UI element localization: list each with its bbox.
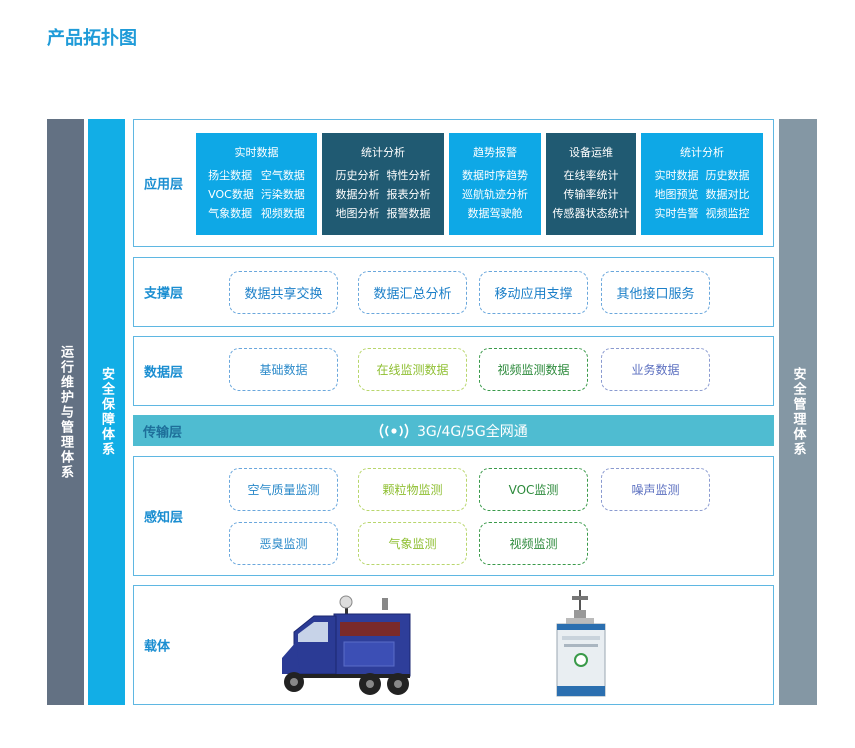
transport-layer-label: 传输层 bbox=[143, 425, 183, 440]
app-box-device-ops: 设备运维 在线率统计 传输率统计 传感器状态统计 bbox=[546, 133, 636, 235]
security-assurance-bar: 安全保障体系 bbox=[88, 119, 125, 705]
support-mobile-app: 移动应用支撑 bbox=[479, 271, 588, 314]
data-online-monitoring: 在线监测数据 bbox=[358, 348, 467, 391]
network-label: 3G/4G/5G全网通 bbox=[377, 415, 528, 446]
sense-voc: VOC监测 bbox=[479, 468, 588, 511]
carrier-layer: 载体 bbox=[133, 585, 774, 705]
support-data-exchange: 数据共享交换 bbox=[229, 271, 338, 314]
sense-air-quality: 空气质量监测 bbox=[229, 468, 338, 511]
sensing-layer: 感知层 空气质量监测 颗粒物监测 VOC监测 噪声监测 恶臭监测 气象监测 视频… bbox=[133, 456, 774, 576]
sensing-layer-label: 感知层 bbox=[144, 510, 184, 526]
data-video-monitoring: 视频监测数据 bbox=[479, 348, 588, 391]
wireless-signal-icon bbox=[379, 423, 409, 438]
sense-video: 视频监测 bbox=[479, 522, 588, 565]
monitoring-tricycle-image bbox=[282, 595, 411, 695]
transport-layer: 传输层 3G/4G/5G全网通 bbox=[133, 415, 774, 446]
carrier-layer-label: 载体 bbox=[144, 639, 171, 655]
app-box-statistics-2: 统计分析 实时数据历史数据 地图预览数据对比 实时告警视频监控 bbox=[641, 133, 763, 235]
sense-weather: 气象监测 bbox=[358, 522, 467, 565]
data-layer-label: 数据层 bbox=[144, 365, 184, 381]
data-basic: 基础数据 bbox=[229, 348, 338, 391]
data-layer: 数据层 基础数据 在线监测数据 视频监测数据 业务数据 bbox=[133, 336, 774, 406]
app-box-trend-alarm: 趋势报警 数据时序趋势 巡航轨迹分析 数据驾驶舱 bbox=[449, 133, 541, 235]
sense-odor: 恶臭监测 bbox=[229, 522, 338, 565]
app-box-realtime-data: 实时数据 扬尘数据空气数据 VOC数据污染数据 气象数据视频数据 bbox=[196, 133, 317, 235]
app-box-statistics: 统计分析 历史分析特性分析 数据分析报表分析 地图分析报警数据 bbox=[322, 133, 444, 235]
ops-maintenance-bar: 运行维护与管理体系 bbox=[47, 119, 84, 705]
support-layer-label: 支撑层 bbox=[144, 286, 184, 302]
sense-particulate: 颗粒物监测 bbox=[358, 468, 467, 511]
data-business: 业务数据 bbox=[601, 348, 710, 391]
security-management-bar: 安全管理体系 bbox=[779, 119, 817, 705]
sense-noise: 噪声监测 bbox=[601, 468, 710, 511]
application-layer: 应用层 实时数据 扬尘数据空气数据 VOC数据污染数据 气象数据视频数据 统计分… bbox=[133, 119, 774, 247]
support-other-interfaces: 其他接口服务 bbox=[601, 271, 710, 314]
application-layer-label: 应用层 bbox=[144, 177, 184, 193]
support-layer: 支撑层 数据共享交换 数据汇总分析 移动应用支撑 其他接口服务 bbox=[133, 257, 774, 327]
monitoring-station-image bbox=[556, 590, 606, 697]
page-title: 产品拓扑图 bbox=[47, 28, 137, 49]
support-data-summary: 数据汇总分析 bbox=[358, 271, 467, 314]
